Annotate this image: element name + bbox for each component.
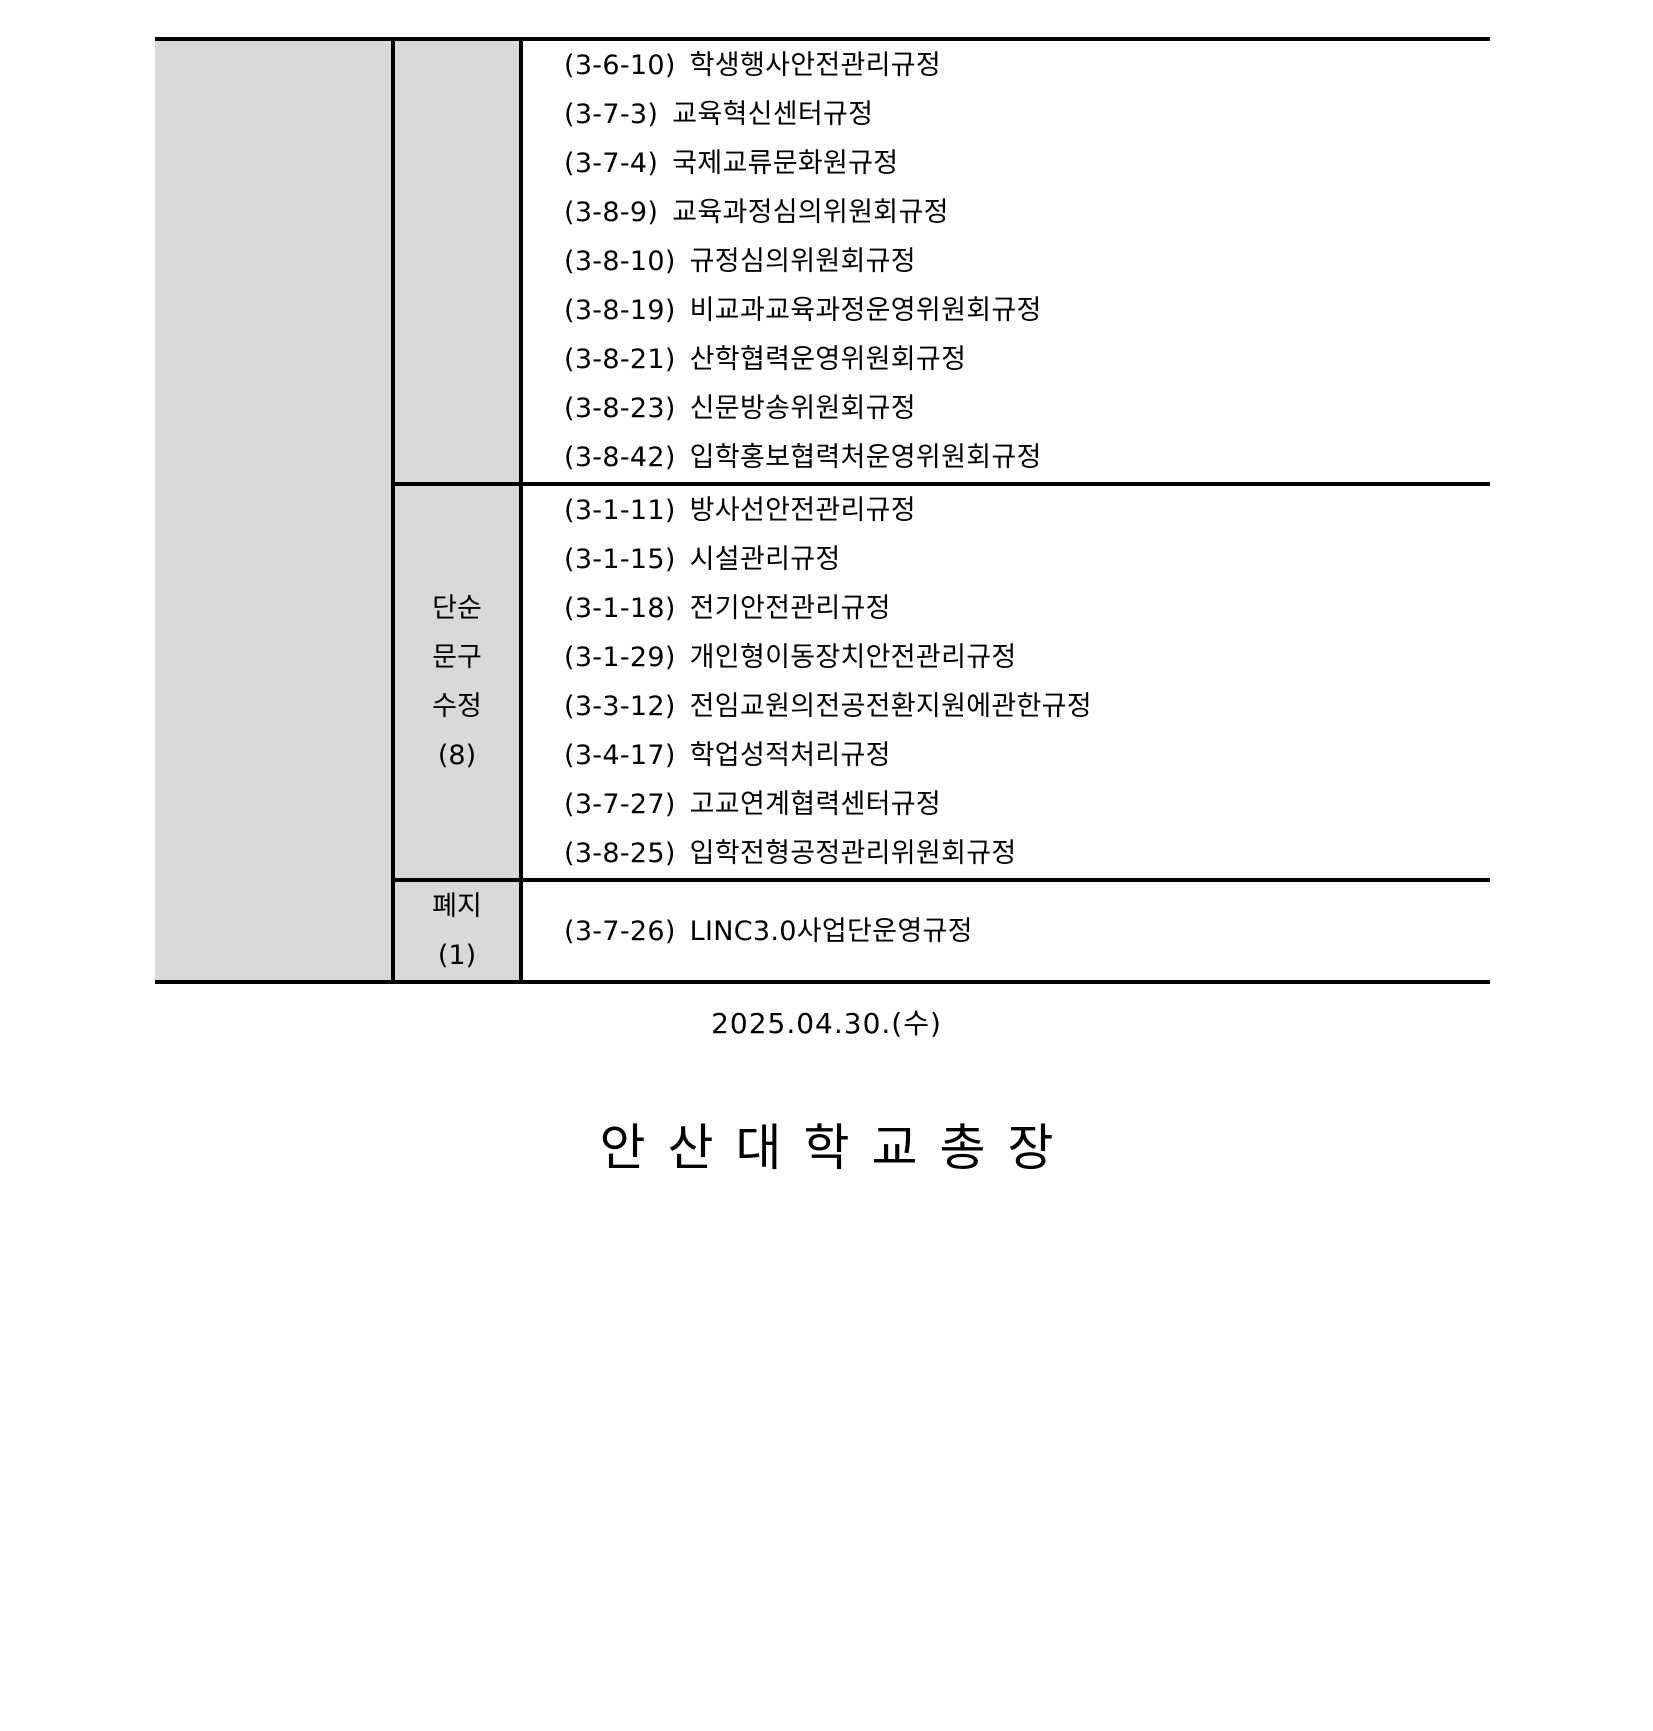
regulation-name: 교육혁신센터규정 [672, 99, 874, 130]
list-item: (3-8-23) 신문방송위원회규정 [564, 384, 1490, 433]
regulation-code: (3-6-10) [564, 50, 676, 81]
regulation-code: (3-8-9) [564, 197, 659, 228]
category-count: (8) [437, 740, 477, 771]
regulation-name: 입학홍보협력처운영위원회규정 [689, 442, 1042, 473]
regulation-code: (3-7-27) [564, 789, 676, 820]
category-cell-continued [393, 37, 523, 486]
regulation-name: 학생행사안전관리규정 [689, 50, 942, 81]
regulation-name: 입학전형공정관리위원회규정 [689, 838, 1017, 869]
regulation-name: 규정심의위원회규정 [689, 246, 916, 277]
list-item: (3-8-10) 규정심의위원회규정 [564, 237, 1490, 286]
regulation-name: 신문방송위원회규정 [689, 393, 916, 424]
list-item: (3-8-42) 입학홍보협력처운영위원회규정 [564, 433, 1490, 482]
regulation-code: (3-1-29) [564, 642, 676, 673]
regulation-code: (3-7-26) [564, 915, 676, 947]
category-label-line: 문구 [432, 642, 482, 673]
regulation-code: (3-8-42) [564, 442, 676, 473]
list-item: (3-7-27) 고교연계협력센터규정 [564, 780, 1490, 829]
list-item: (3-8-19) 비교과교육과정운영위원회규정 [564, 286, 1490, 335]
regulation-list: (3-7-26) LINC3.0사업단운영규정 [521, 878, 1490, 984]
document-date: 2025.04.30.(수) [711, 1007, 942, 1040]
list-item: (3-8-9) 교육과정심의위원회규정 [564, 188, 1490, 237]
regulation-code: (3-7-3) [564, 99, 659, 130]
regulation-code: (3-8-19) [564, 295, 676, 326]
list-item: (3-7-26) LINC3.0사업단운영규정 [564, 907, 1490, 956]
regulation-name: 교육과정심의위원회규정 [672, 197, 949, 228]
list-item: (3-7-3) 교육혁신센터규정 [564, 90, 1490, 139]
regulation-list: (3-6-10) 학생행사안전관리규정 (3-7-3) 교육혁신센터규정 (3-7-… [521, 37, 1490, 486]
regulation-name: 전임교원의전공전환지원에관한규정 [689, 691, 1092, 722]
category-cell-abolition: 폐지 (1) [393, 878, 523, 984]
regulation-code: (3-1-11) [564, 495, 676, 526]
category-label-line: 단순 [432, 593, 482, 624]
regulation-code: (3-3-12) [564, 691, 676, 722]
group-header-cell [155, 37, 395, 984]
list-item: (3-3-12) 전임교원의전공전환지원에관한규정 [564, 682, 1490, 731]
regulation-name: 비교과교육과정운영위원회규정 [689, 295, 1042, 326]
table-row-group-3: 폐지 (1) (3-7-26) LINC3.0사업단운영규정 [155, 878, 1490, 984]
list-item: (3-8-21) 산학협력운영위원회규정 [564, 335, 1490, 384]
regulation-name: 고교연계협력센터규정 [689, 789, 942, 820]
list-item: (3-4-17) 학업성적처리규정 [564, 731, 1490, 780]
list-item: (3-6-10) 학생행사안전관리규정 [564, 41, 1490, 90]
regulation-name: 학업성적처리규정 [689, 740, 891, 771]
list-item: (3-1-29) 개인형이동장치안전관리규정 [564, 633, 1490, 682]
regulation-code: (3-8-21) [564, 344, 676, 375]
regulation-code: (3-4-17) [564, 740, 676, 771]
regulation-list: (3-1-11) 방사선안전관리규정 (3-1-15) 시설관리규정 (3-1-18… [521, 482, 1490, 882]
regulation-code: (3-8-25) [564, 838, 676, 869]
list-item: (3-7-4) 국제교류문화원규정 [564, 139, 1490, 188]
category-cell-simple-wording-revision: 단순 문구 수정 (8) [393, 482, 523, 882]
regulation-name: 시설관리규정 [689, 544, 841, 575]
list-item: (3-1-18) 전기안전관리규정 [564, 584, 1490, 633]
signature-president: 안산대학교총장 [599, 1119, 1076, 1177]
regulation-name: LINC3.0사업단운영규정 [689, 915, 973, 947]
regulation-name: 산학협력운영위원회규정 [689, 344, 967, 375]
category-label-line: 폐지 [432, 891, 482, 922]
regulation-code: (3-1-18) [564, 593, 676, 624]
regulation-name: 개인형이동장치안전관리규정 [689, 642, 1017, 673]
regulation-code: (3-8-10) [564, 246, 676, 277]
regulations-table: (3-6-10) 학생행사안전관리규정 (3-7-3) 교육혁신센터규정 (3-7-… [155, 37, 1490, 984]
regulation-name: 방사선안전관리규정 [689, 495, 916, 526]
regulation-code: (3-7-4) [564, 148, 659, 179]
table-row-group-1: (3-6-10) 학생행사안전관리규정 (3-7-3) 교육혁신센터규정 (3-7-… [155, 37, 1490, 984]
list-item: (3-1-11) 방사선안전관리규정 [564, 486, 1490, 535]
category-count: (1) [437, 940, 477, 971]
regulation-name: 전기안전관리규정 [689, 593, 891, 624]
list-item: (3-8-25) 입학전형공정관리위원회규정 [564, 829, 1490, 878]
regulation-name: 국제교류문화원규정 [672, 148, 899, 179]
category-label-line: 수정 [432, 691, 482, 722]
list-item: (3-1-15) 시설관리규정 [564, 535, 1490, 584]
table-row-group-2: 단순 문구 수정 (8) (3-1-11) 방사선안전관리규정 (3-1-15) 시… [155, 482, 1490, 882]
regulation-code: (3-8-23) [564, 393, 676, 424]
regulation-code: (3-1-15) [564, 544, 676, 575]
